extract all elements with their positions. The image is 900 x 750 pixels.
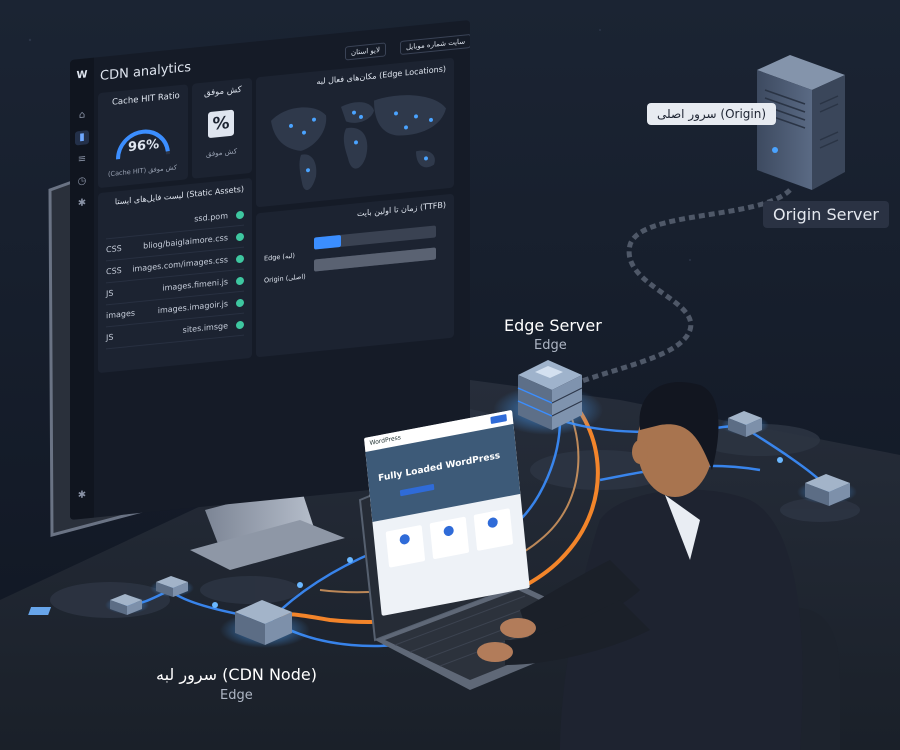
origin-server-label: Origin Server xyxy=(763,201,889,228)
laptop-feature-card-3 xyxy=(473,508,514,551)
settings-gear-icon[interactable]: ✱ xyxy=(77,489,87,502)
world-map xyxy=(271,95,446,191)
wordpress-logo-icon[interactable]: W xyxy=(76,69,88,82)
ttfb-bar-track xyxy=(314,225,436,250)
cache-hit-gauge-fill xyxy=(116,129,170,160)
laptop-feature-card-2 xyxy=(429,516,470,560)
origin-tag: سرور اصلی (Origin) xyxy=(647,103,777,125)
laptop-headline: Fully Loaded WordPress xyxy=(377,450,501,485)
site-dropdown[interactable]: سایت شماره موبایل xyxy=(400,33,470,55)
ttfb-bar-label: Edge (لبه) xyxy=(264,251,295,263)
asset-path: images.fimeni.js xyxy=(162,277,228,293)
check-icon xyxy=(236,276,244,286)
cache-hit-card: Cache HIT Ratio 96% (Cache HIT) کش موفق xyxy=(98,84,188,189)
asset-path: bliog/baiglaimore.css xyxy=(143,233,228,251)
check-icon xyxy=(236,320,244,330)
static-assets-card: لیست فایل‌های ایستا (Static Assets) ssd.… xyxy=(98,177,252,374)
ttfb-bars: Edge (لبه) Origin (اصلی) xyxy=(264,224,446,285)
edge-locations-card: مکان‌های فعال لبه (Edge Locations) xyxy=(256,57,454,208)
ttfb-title: زمان تا اولین بایت (TTFB) xyxy=(356,200,446,219)
ttfb-card: زمان تا اولین بایت (TTFB) Edge (لبه) Orig… xyxy=(256,193,454,358)
ttfb-bar-fill xyxy=(314,234,341,250)
analytics-icon[interactable]: ▮ xyxy=(75,130,89,146)
home-icon[interactable]: ⌂ xyxy=(78,109,86,122)
check-icon xyxy=(236,254,244,264)
laptop-feature-card-1 xyxy=(385,524,426,568)
cache-success-caption: کش موفق xyxy=(206,147,238,159)
laptop-hero-button[interactable] xyxy=(399,483,435,497)
edge-server-sublabel: Edge xyxy=(534,338,567,353)
asset-path: images.imagoir.js xyxy=(157,299,228,316)
percent-icon: % xyxy=(208,109,234,139)
monitor-screen: W ⌂ ▮ ≡ ◷ ✱ ✱ CDN analytics سایت شماره م… xyxy=(70,20,470,530)
asset-path: images.com/images.css xyxy=(132,255,228,274)
check-icon xyxy=(236,232,244,242)
list-icon[interactable]: ≡ xyxy=(77,153,87,166)
ttfb-bar-fill xyxy=(314,247,436,272)
ttfb-bar-track xyxy=(314,247,436,272)
range-dropdown[interactable]: لایو استان xyxy=(345,42,386,61)
edge-server-label: Edge Server xyxy=(504,316,602,335)
ttfb-bar-label: Origin (اصلی) xyxy=(264,272,306,285)
asset-path: ssd.pom xyxy=(194,211,228,224)
asset-type: JS xyxy=(106,332,114,343)
check-icon xyxy=(236,298,244,308)
dashboard-sidebar: W ⌂ ▮ ≡ ◷ ✱ ✱ xyxy=(70,57,94,520)
static-assets-title: لیست فایل‌های ایستا (Static Assets) xyxy=(114,184,244,207)
gear-icon[interactable]: ✱ xyxy=(77,197,87,210)
cdn-dashboard: W ⌂ ▮ ≡ ◷ ✱ ✱ CDN analytics سایت شماره م… xyxy=(70,20,470,520)
cache-success-card: کش موفق % کش موفق xyxy=(192,77,252,179)
laptop-cta-button[interactable] xyxy=(490,414,507,425)
cache-hit-value: 96% xyxy=(128,137,160,156)
cdn-node-sublabel: Edge xyxy=(220,688,253,703)
asset-type: JS xyxy=(106,288,114,299)
cdn-node-label: سرور لبه (CDN Node) xyxy=(156,665,317,684)
asset-path: sites.imsge xyxy=(182,321,228,335)
asset-type: CSS xyxy=(106,243,122,255)
cache-success-title: کش موفق xyxy=(204,84,242,99)
asset-type: images xyxy=(106,308,136,321)
check-icon xyxy=(236,210,244,220)
dashboard-title: CDN analytics xyxy=(100,59,192,84)
asset-type: CSS xyxy=(106,265,122,277)
laptop-screen: WordPress Fully Loaded WordPress xyxy=(364,409,530,616)
clock-icon[interactable]: ◷ xyxy=(77,175,87,188)
cache-hit-gauge xyxy=(116,129,170,160)
